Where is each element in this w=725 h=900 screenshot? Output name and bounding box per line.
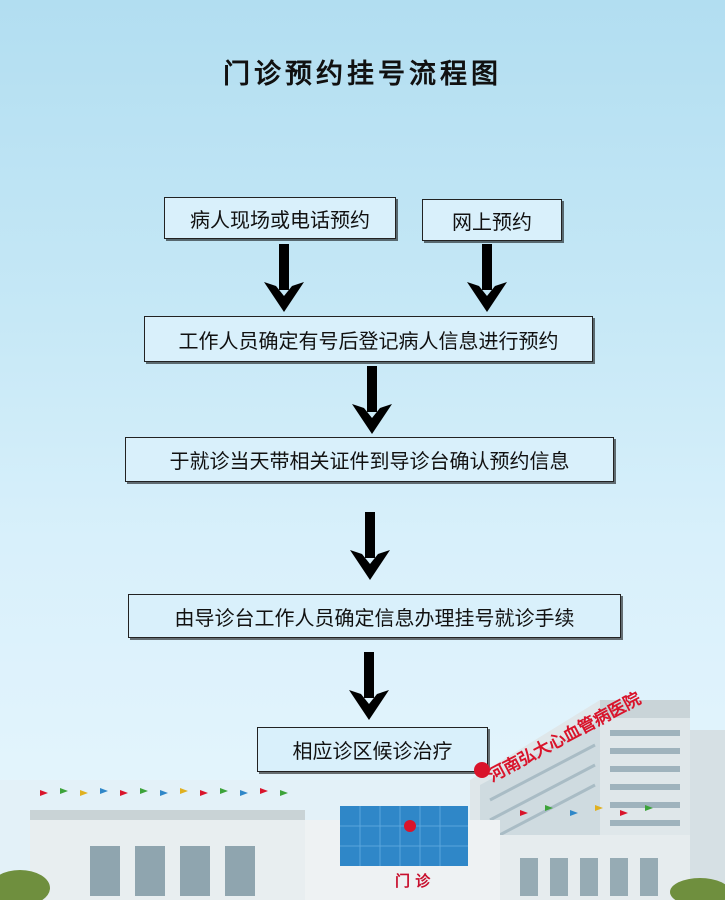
hospital-building-illustration: 河南弘大心血管病医院 门 诊 [0,688,725,900]
step-handle-registration-box: 由导诊台工作人员确定信息办理挂号就诊手续 [128,594,621,638]
arrow-down-icon [352,366,392,434]
step-onsite-phone-box: 病人现场或电话预约 [164,197,396,239]
entrance-sign-text: 门 诊 [395,872,431,890]
step-staff-register-box: 工作人员确定有号后登记病人信息进行预约 [144,316,593,362]
step-online-label: 网上预约 [452,209,532,234]
step-online-box: 网上预约 [422,199,562,241]
arrow-down-icon [264,244,304,312]
step-confirm-at-desk-box: 于就诊当天带相关证件到导诊台确认预约信息 [125,437,614,482]
step-wait-for-treatment-label: 相应诊区候诊治疗 [292,739,453,763]
arrow-down-icon [350,512,390,580]
arrow-down-icon [467,244,507,312]
step-staff-register-label: 工作人员确定有号后登记病人信息进行预约 [178,328,559,353]
arrow-down-icon [349,652,389,720]
diagram-title: 门诊预约挂号流程图 [223,59,502,90]
step-wait-for-treatment-box: 相应诊区候诊治疗 [257,727,488,772]
step-onsite-phone-label: 病人现场或电话预约 [190,207,370,232]
step-handle-registration-label: 由导诊台工作人员确定信息办理挂号就诊手续 [174,605,575,630]
step-confirm-at-desk-label: 于就诊当天带相关证件到导诊台确认预约信息 [169,449,570,473]
